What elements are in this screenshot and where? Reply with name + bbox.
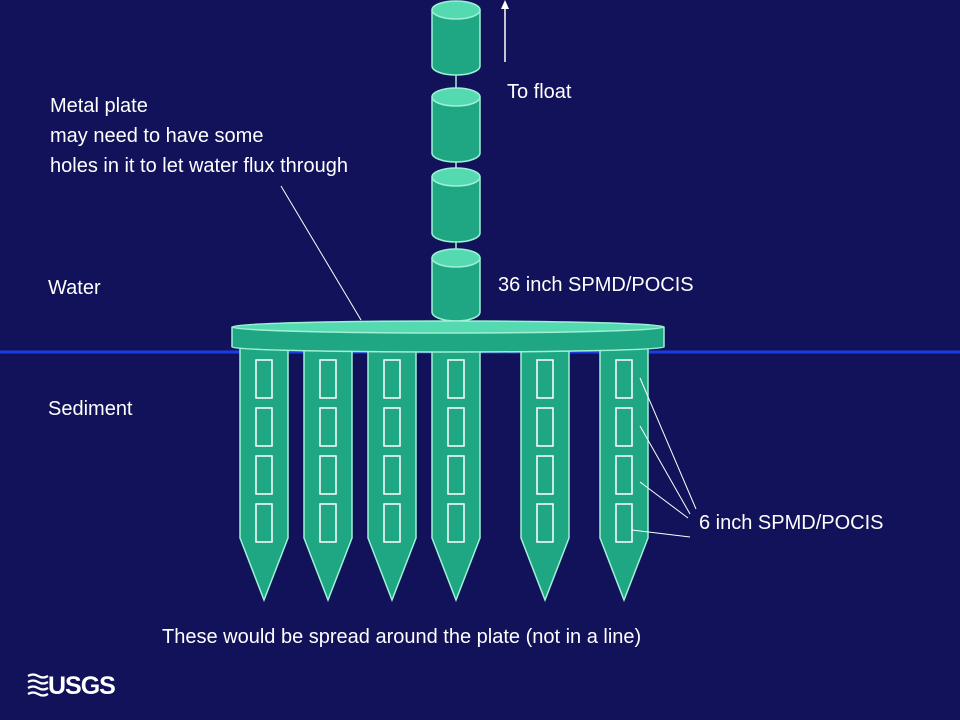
sediment-label: Sediment bbox=[48, 398, 133, 420]
cylinder-36in bbox=[431, 87, 481, 163]
usgs-logo-text: USGS bbox=[48, 672, 116, 700]
spmd-6-label: 6 inch SPMD/POCIS bbox=[699, 512, 884, 534]
stake bbox=[303, 339, 353, 603]
stake bbox=[520, 339, 570, 603]
water-label: Water bbox=[48, 277, 101, 299]
sampler-leader-lines bbox=[631, 377, 697, 538]
stake bbox=[239, 339, 289, 603]
spread-note: These would be spread around the plate (… bbox=[162, 626, 642, 648]
stake bbox=[367, 339, 417, 603]
cylinder-36in bbox=[431, 0, 481, 76]
plate-leader-line bbox=[280, 185, 362, 321]
metal-plate bbox=[231, 320, 665, 353]
cylinder-36in bbox=[431, 248, 481, 322]
usgs-logo-mark bbox=[27, 673, 49, 697]
cylinder-36in bbox=[431, 167, 481, 243]
metal-plate-label-line: holes in it to let water flux through bbox=[50, 155, 348, 177]
stake bbox=[431, 339, 481, 603]
stake bbox=[599, 339, 649, 603]
metal-plate-label: Metal plate may need to have some holes … bbox=[50, 91, 348, 181]
metal-plate-label-line: Metal plate bbox=[50, 95, 148, 117]
spmd-36-label: 36 inch SPMD/POCIS bbox=[498, 274, 694, 296]
to-float-label: To float bbox=[507, 81, 572, 103]
float-arrow bbox=[501, 0, 509, 62]
metal-plate-label-line: may need to have some bbox=[50, 125, 264, 147]
